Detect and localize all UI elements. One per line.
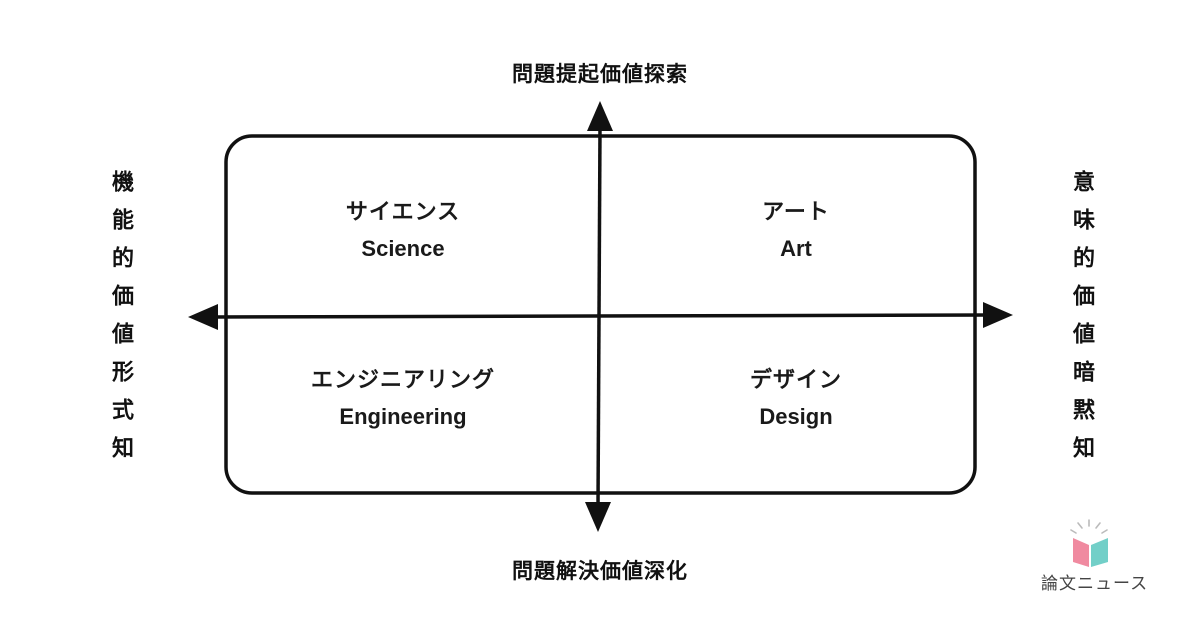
quadrant-science-ja: サイエンス	[345, 200, 461, 225]
arrow-right-icon	[983, 302, 1013, 328]
quadrant-art-en: Art	[780, 236, 812, 261]
quadrant-engineering-ja: エンジニアリング	[310, 368, 496, 393]
axis-label-bottom: 問題解決価値深化	[512, 559, 688, 583]
arrow-left-icon	[188, 304, 218, 330]
axis-label-top: 問題提起価値探索	[512, 62, 688, 86]
quadrant-engineering-en: Engineering	[339, 404, 467, 429]
quadrant-science-en: Science	[361, 236, 445, 261]
quadrant-art: アート Art	[762, 198, 830, 264]
arrow-down-icon	[585, 502, 611, 532]
quadrant-design-en: Design	[759, 404, 833, 429]
quadrant-design: デザイン Design	[750, 366, 842, 432]
quadrant-design-ja: デザイン	[749, 368, 843, 393]
axis-label-right: 意味的価値暗黙知	[1069, 170, 1094, 474]
axis-label-left: 機能的価値形式知	[108, 170, 133, 474]
open-book-icon	[1070, 519, 1108, 567]
quadrant-engineering: エンジニアリング Engineering	[311, 366, 495, 432]
arrow-up-icon	[587, 101, 613, 131]
logo-text: 論文ニュース	[1041, 574, 1149, 594]
quadrant-art-ja: アート	[762, 200, 830, 225]
horizontal-axis-line	[211, 313, 991, 319]
quadrant-science: サイエンス Science	[346, 198, 460, 264]
